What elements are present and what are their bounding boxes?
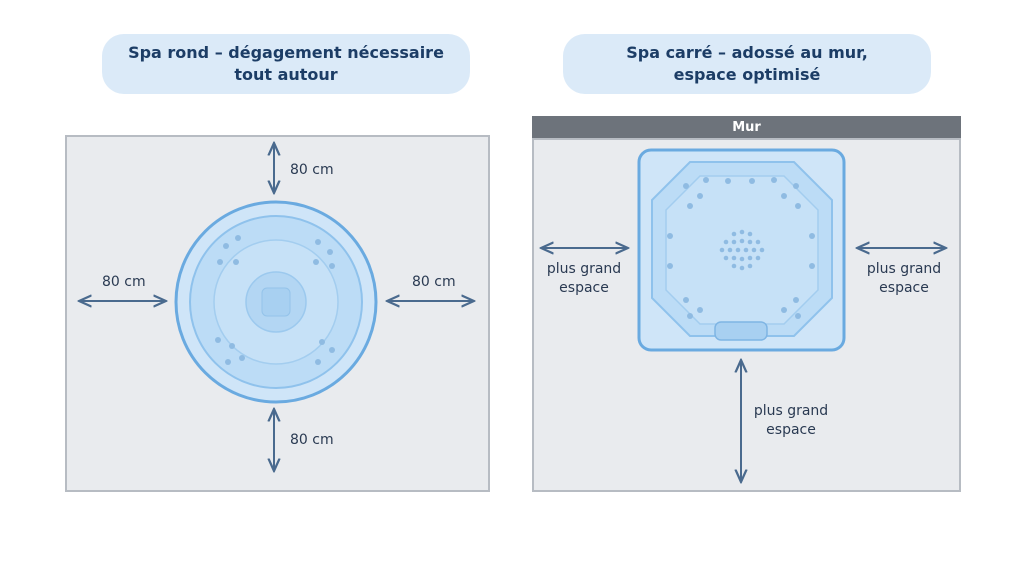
space-right-label: plus grand espace: [864, 260, 944, 298]
round-spa: [174, 200, 378, 404]
space-bottom-label-line2: espace: [766, 422, 816, 438]
space-left-label-line1: plus grand: [546, 261, 622, 277]
round-spa-title-line2: tout autour: [234, 65, 338, 84]
clearance-left-label: 80 cm: [102, 274, 146, 290]
space-bottom-label: plus grand espace: [751, 402, 831, 440]
clearance-right-label: 80 cm: [412, 274, 456, 290]
square-spa-jets: [667, 177, 815, 319]
clearance-bottom-label: 80 cm: [290, 432, 334, 448]
round-spa-title: Spa rond – dégagement nécessaire tout au…: [102, 34, 470, 94]
square-spa-title: Spa carré – adossé au mur, espace optimi…: [563, 34, 931, 94]
round-spa-jets: [215, 235, 335, 365]
clearance-top-label: 80 cm: [290, 162, 334, 178]
square-spa: [637, 148, 846, 352]
round-spa-title-line1: Spa rond – dégagement nécessaire: [128, 43, 444, 62]
wall-label: Mur: [732, 119, 761, 135]
square-spa-title-line2: espace optimisé: [673, 65, 821, 84]
space-left-label-line2: espace: [559, 280, 609, 296]
space-bottom-label-line1: plus grand: [753, 403, 829, 419]
wall-bar: Mur: [532, 116, 961, 138]
square-spa-center-jets: [719, 229, 765, 271]
space-right-label-line2: espace: [879, 280, 929, 296]
space-right-label-line1: plus grand: [866, 261, 942, 277]
square-spa-title-line1: Spa carré – adossé au mur,: [626, 43, 868, 62]
space-left-label: plus grand espace: [544, 260, 624, 298]
